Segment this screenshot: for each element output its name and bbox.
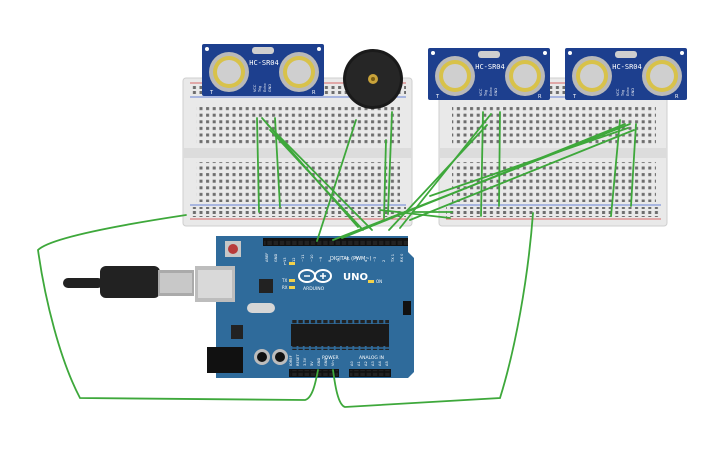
wires — [37, 111, 637, 408]
sensor-side-r: R — [538, 94, 542, 100]
sensor-side-t: T — [572, 94, 577, 100]
pin-label: 5V — [310, 361, 314, 366]
pin-label: A5 — [385, 361, 389, 366]
sensor-pin-echo: Echo — [489, 88, 493, 97]
power-header-label: POWER — [322, 355, 339, 361]
led-tx-label: TX — [281, 278, 287, 283]
pin-label: 13 — [283, 257, 287, 262]
pin-label: 3.3V — [303, 357, 307, 366]
pin-label: GND — [274, 254, 278, 262]
pin-label: RX 0 — [400, 253, 404, 262]
pin-label: RESET — [296, 354, 300, 366]
sensor-pin-gnd: GND — [268, 84, 272, 92]
sensor-side-r: R — [312, 90, 316, 96]
wire-rail-bridge — [379, 209, 451, 219]
board-brand-label: ARDUINO — [303, 286, 325, 292]
sensor-pin-gnd: GND — [494, 88, 498, 96]
pin-label: IOREF — [289, 355, 293, 366]
led-l-label: L — [284, 261, 287, 266]
pin-label: 8 — [328, 259, 332, 262]
wire-s3-extra — [429, 127, 629, 197]
pin-label: 12 — [292, 257, 296, 262]
digital-pin-labels: AREF GND 13 12 ~11 ~10 ~9 8 7 ~6 ~5 4 ~3 2 TX 1 RX 0 — [265, 253, 404, 263]
sensor-pin-gnd: GND — [631, 88, 635, 96]
pin-label: A0 — [350, 361, 354, 366]
pin-label: A1 — [357, 361, 361, 366]
wire-s1-echo-2 — [269, 129, 364, 231]
wire-right-loop — [332, 212, 534, 408]
pin-label: GND — [324, 358, 328, 366]
pin-label: A3 — [371, 361, 375, 366]
pin-label: A4 — [378, 361, 382, 366]
sensor-model-label: HC-SR04 — [612, 63, 642, 71]
sensor-side-r: R — [675, 94, 679, 100]
sensor-pin-echo: Echo — [626, 88, 630, 97]
arduino-uno-board: TX RX L ON UNO ARDUINO DIGITAL (PWM~) PO… — [195, 236, 414, 378]
sensor-side-t: T — [209, 90, 214, 96]
pin-label: A2 — [364, 361, 368, 366]
sensor-pin-trig: Trig — [621, 90, 625, 97]
wire-s2-gnd — [498, 111, 501, 207]
breadboard-left — [182, 77, 413, 227]
wire-s1-echo — [267, 124, 373, 231]
pin-label: GND — [317, 358, 321, 366]
sensor-side-t: T — [435, 94, 440, 100]
analog-header-label: ANALOG IN — [359, 355, 384, 361]
sensor-model-label: HC-SR04 — [475, 63, 505, 71]
sensor-pin-vcc: VCC — [616, 88, 620, 96]
pin-label: 2 — [382, 260, 386, 262]
wire-s1-vcc — [256, 117, 260, 213]
sensor-model-label: HC-SR04 — [249, 59, 279, 67]
sensor-pin-trig: Trig — [258, 86, 262, 93]
led-rx-label: RX — [282, 285, 288, 290]
sensor-pin-vcc: VCC — [479, 88, 483, 96]
breadboard-right — [438, 77, 668, 227]
ultrasonic-sensor-3: HC-SR04 VCC Trig Echo GND T R — [565, 48, 687, 100]
pin-label: ~10 — [310, 254, 314, 262]
wire-buzzer-gnd-2 — [383, 139, 387, 219]
pin-label: Vin — [331, 360, 335, 366]
atmega-chip — [291, 324, 389, 346]
board-model-label: UNO — [343, 272, 368, 283]
wire-left-loop — [37, 214, 319, 401]
pin-label: 4 — [364, 259, 368, 262]
pin-label: TX 1 — [391, 254, 395, 263]
pin-label: ~6 — [346, 256, 350, 262]
wire-s3-gnd — [630, 123, 637, 207]
piezo-buzzer — [343, 49, 403, 109]
pin-label: ~9 — [319, 256, 323, 262]
pin-label: ~11 — [301, 254, 305, 262]
sensor-pin-vcc: VCC — [253, 84, 257, 92]
dc-jack — [207, 347, 243, 373]
pin-label: ~3 — [373, 257, 377, 262]
wire-s3-echo-2 — [409, 129, 635, 221]
ultrasonic-sensor-1: HC-SR04 VCC Trig Echo GND T R — [202, 44, 324, 96]
pin-label: ~5 — [355, 257, 359, 262]
digital-header-label: DIGITAL (PWM~) — [330, 256, 372, 262]
led-on-label: ON — [376, 279, 382, 284]
sensor-pin-trig: Trig — [484, 90, 488, 97]
wire-s3-echo — [332, 123, 631, 241]
pin-label: 7 — [337, 260, 341, 262]
sensor-pin-echo: Echo — [263, 84, 267, 93]
wire-buzzer-signal — [316, 119, 357, 242]
arduino-infinity-logo — [298, 269, 332, 283]
wire-buzzer-gnd — [387, 111, 393, 215]
ultrasonic-sensor-2: HC-SR04 VCC Trig Echo GND T R — [428, 48, 550, 100]
crystal — [247, 303, 275, 313]
pin-label: AREF — [265, 253, 269, 262]
usb-cable — [63, 266, 194, 298]
